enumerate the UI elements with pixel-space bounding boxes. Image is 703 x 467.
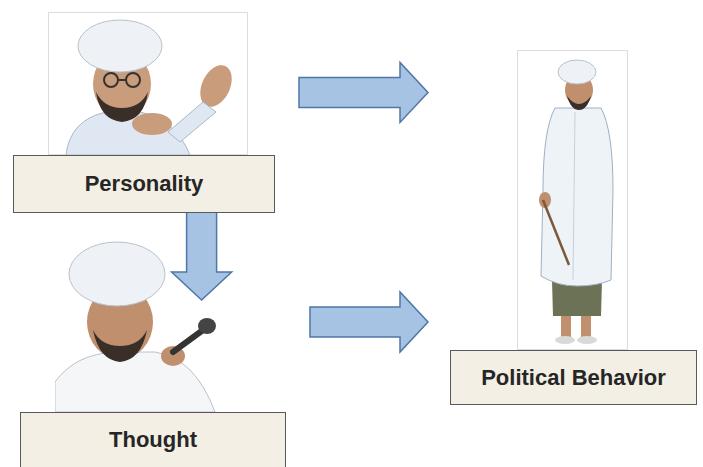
speaker-photo	[55, 232, 245, 412]
block-arrow	[310, 292, 428, 352]
photo-card: Personality	[13, 12, 275, 213]
node-label: Personality	[85, 171, 204, 197]
label-box: Personality	[13, 155, 275, 213]
block-arrow	[299, 62, 428, 122]
photo-card: Political Behavior	[450, 50, 697, 405]
block-arrow	[172, 209, 232, 300]
label-box: Thought	[20, 412, 286, 467]
node-label: Thought	[109, 427, 197, 453]
photo-card: Thought	[20, 232, 286, 467]
standing-figure	[517, 50, 628, 350]
node-label: Political Behavior	[481, 365, 666, 391]
label-box: Political Behavior	[450, 350, 697, 405]
speaker-photo	[48, 12, 248, 155]
